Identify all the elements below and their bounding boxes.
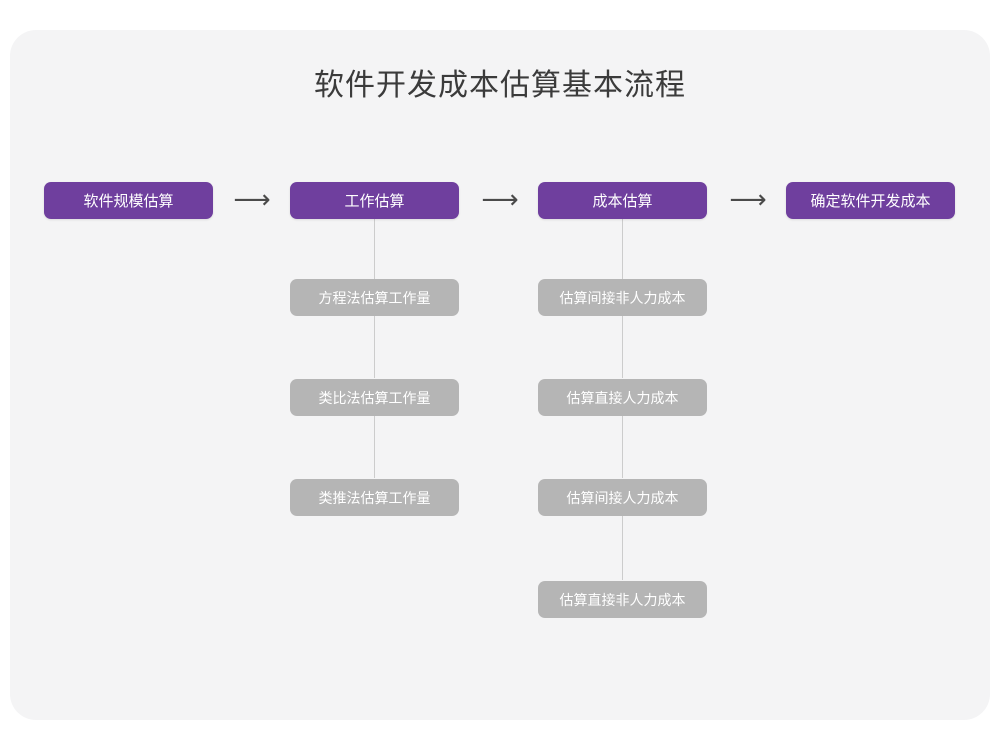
connector-line-col1-seg1	[374, 219, 375, 279]
main-step-work-estimation[interactable]: 工作估算	[290, 182, 459, 219]
sub-step-label: 方程法估算工作量	[318, 289, 431, 306]
sub-step-label: 估算间接人力成本	[566, 489, 679, 506]
arrow-right-icon-2: ⟶	[470, 186, 530, 214]
sub-step-label: 估算直接非人力成本	[559, 591, 686, 608]
sub-step-equation-method-workload[interactable]: 方程法估算工作量	[290, 279, 459, 316]
connector-line-col2-seg2	[622, 316, 623, 378]
arrow-glyph: ⟶	[481, 185, 519, 215]
main-step-label: 软件规模估算	[83, 193, 174, 210]
arrow-glyph: ⟶	[233, 185, 271, 215]
main-step-label: 确定软件开发成本	[810, 193, 931, 210]
main-step-label: 成本估算	[592, 193, 653, 210]
sub-step-analogy-method-workload[interactable]: 类比法估算工作量	[290, 379, 459, 416]
connector-line-col2-seg3	[622, 416, 623, 478]
sub-step-indirect-labor-cost[interactable]: 估算间接人力成本	[538, 479, 707, 516]
main-step-cost-estimation[interactable]: 成本估算	[538, 182, 707, 219]
sub-step-label: 估算间接非人力成本	[559, 289, 686, 306]
sub-step-label: 类推法估算工作量	[318, 489, 431, 506]
main-step-determine-development-cost[interactable]: 确定软件开发成本	[786, 182, 955, 219]
connector-line-col2-seg1	[622, 219, 623, 279]
sub-step-indirect-nonlabor-cost[interactable]: 估算间接非人力成本	[538, 279, 707, 316]
connector-line-col2-seg4	[622, 516, 623, 580]
arrow-glyph: ⟶	[729, 185, 767, 215]
diagram-card	[10, 30, 990, 720]
sub-step-label: 类比法估算工作量	[318, 389, 431, 406]
main-step-label: 工作估算	[344, 193, 405, 210]
sub-step-label: 估算直接人力成本	[566, 389, 679, 406]
connector-line-col1-seg2	[374, 316, 375, 378]
sub-step-inference-method-workload[interactable]: 类推法估算工作量	[290, 479, 459, 516]
arrow-right-icon-3: ⟶	[718, 186, 778, 214]
sub-step-direct-labor-cost[interactable]: 估算直接人力成本	[538, 379, 707, 416]
sub-step-direct-nonlabor-cost[interactable]: 估算直接非人力成本	[538, 581, 707, 618]
connector-line-col1-seg3	[374, 416, 375, 478]
arrow-right-icon-1: ⟶	[222, 186, 282, 214]
main-step-software-scale-estimation[interactable]: 软件规模估算	[44, 182, 213, 219]
page-title: 软件开发成本估算基本流程	[314, 69, 686, 102]
